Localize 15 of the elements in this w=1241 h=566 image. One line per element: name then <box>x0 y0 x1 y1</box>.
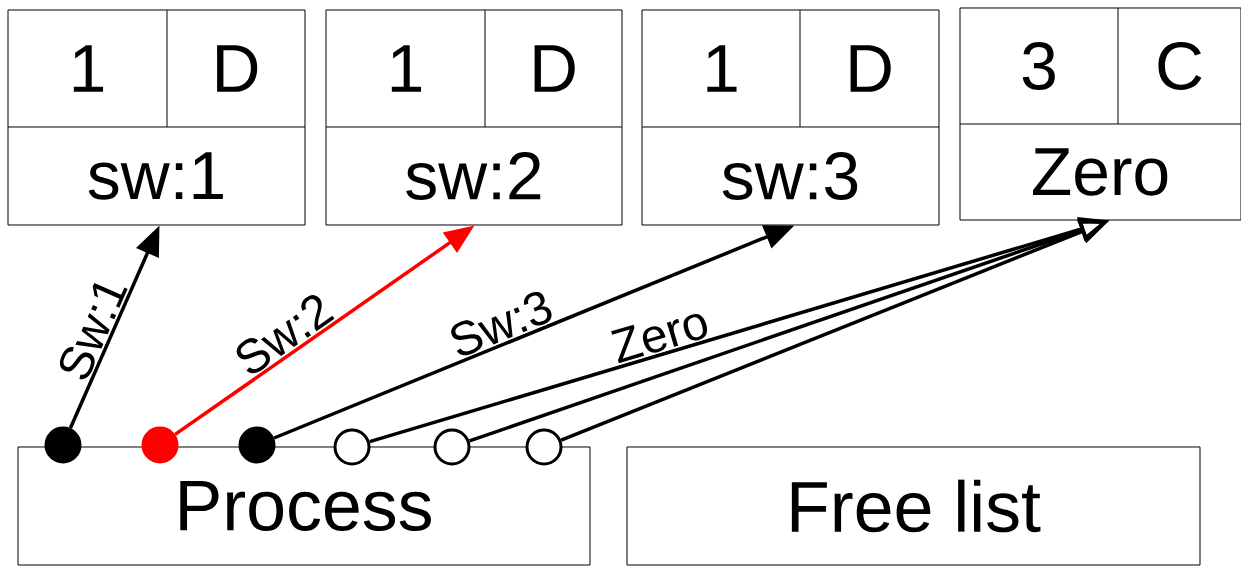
pointer-dot <box>333 428 371 466</box>
edge-label: Sw:3 <box>451 291 552 356</box>
pointer-dot <box>141 426 179 464</box>
table-box: 1 D sw:3 <box>641 9 940 226</box>
table-box: 1 D sw:2 <box>325 9 623 226</box>
table-box: 3 C Zero <box>959 7 1241 221</box>
pointer-dot <box>44 426 82 464</box>
table-box: 1 D sw:1 <box>7 9 306 226</box>
edge-label: Zero <box>611 314 708 364</box>
pointer-dot <box>238 426 276 464</box>
edge-label: Sw:1 <box>59 283 128 380</box>
pointer-dot <box>433 428 471 466</box>
pointer-dot <box>525 428 563 466</box>
edge-label: Sw:2 <box>236 295 335 374</box>
list-box: Free list <box>626 446 1201 566</box>
